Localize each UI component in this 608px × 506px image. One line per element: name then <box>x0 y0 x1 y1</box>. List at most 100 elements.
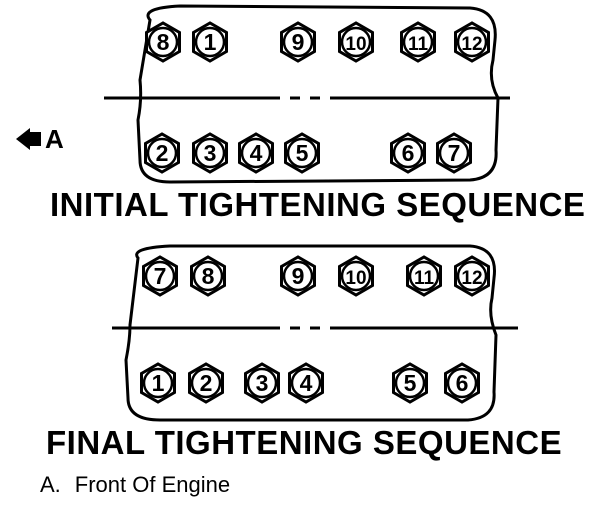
final-bolt-1: 1 <box>140 362 176 404</box>
initial-bolt-3: 3 <box>192 132 228 174</box>
initial-bolt-6: 6 <box>390 132 426 174</box>
bolt-number: 5 <box>296 140 309 166</box>
final-bolt-11: 11 <box>406 255 442 297</box>
bolt-washer <box>147 26 179 58</box>
final-head-outline <box>124 244 498 422</box>
final-bolt-5: 5 <box>392 362 428 404</box>
bolt-hex-icon <box>142 255 178 297</box>
bolt-washer <box>144 260 176 292</box>
arrow-shaft <box>29 132 41 147</box>
bolt-hex-icon <box>400 21 436 63</box>
bolt-number: 10 <box>345 34 366 55</box>
bolt-hex-icon <box>192 21 228 63</box>
bolt-hex-icon <box>338 21 374 63</box>
final-bolt-12: 12 <box>454 255 490 297</box>
final-bolt-3: 3 <box>244 362 280 404</box>
initial-head-outline <box>136 4 500 184</box>
bolt-hex-icon <box>140 362 176 404</box>
bolt-number: 7 <box>154 263 167 289</box>
bolt-number: 1 <box>152 370 165 396</box>
bolt-hex-icon <box>454 255 490 297</box>
bolt-hex-icon <box>144 132 180 174</box>
bolt-number: 4 <box>250 140 263 166</box>
final-bolt-6: 6 <box>444 362 480 404</box>
bolt-hex-icon <box>188 362 224 404</box>
bolt-number: 5 <box>404 370 417 396</box>
final-bolt-4: 4 <box>288 362 324 404</box>
bolt-number: 12 <box>461 268 482 289</box>
bolt-washer <box>142 367 174 399</box>
bolt-hex-icon <box>192 132 228 174</box>
final-bolt-7: 7 <box>142 255 178 297</box>
legend-text: Front Of Engine <box>74 472 231 497</box>
final-bolt-8: 8 <box>190 255 226 297</box>
final-sequence-title: FINAL TIGHTENING SEQUENCE <box>46 424 563 461</box>
bolt-hex-icon <box>238 132 274 174</box>
bolt-washer <box>340 260 372 292</box>
bolt-number: 11 <box>408 34 429 55</box>
bolt-number: 9 <box>292 263 305 289</box>
bolt-hex-icon <box>288 362 324 404</box>
bolt-washer <box>394 367 426 399</box>
initial-bolt-9: 9 <box>280 21 316 63</box>
final-bolt-2: 2 <box>188 362 224 404</box>
bolt-hex-icon <box>145 21 181 63</box>
bolt-hex-icon <box>284 132 320 174</box>
front-of-engine-marker: A <box>16 122 64 155</box>
bolt-washer <box>286 137 318 169</box>
bolt-number: 2 <box>156 140 169 166</box>
initial-bolt-8: 8 <box>145 21 181 63</box>
initial-bolt-11: 11 <box>400 21 436 63</box>
bolt-number: 11 <box>414 268 435 289</box>
initial-bolt-10: 10 <box>338 21 374 63</box>
arrow-left-icon <box>16 128 30 151</box>
bolt-hex-icon <box>338 255 374 297</box>
bolt-washer <box>246 367 278 399</box>
initial-sequence-title: INITIAL TIGHTENING SEQUENCE <box>50 186 586 223</box>
bolt-number: 2 <box>200 370 213 396</box>
bolt-washer <box>194 137 226 169</box>
bolt-number: 1 <box>204 29 217 55</box>
bolt-hex-icon <box>392 362 428 404</box>
bolt-hex-icon <box>190 255 226 297</box>
bolt-number: 8 <box>157 29 170 55</box>
bolt-hex-icon <box>280 21 316 63</box>
bolt-washer <box>456 260 488 292</box>
bolt-washer <box>290 367 322 399</box>
bolt-hex-icon <box>444 362 480 404</box>
bolt-washer <box>146 137 178 169</box>
bolt-number: 9 <box>292 29 305 55</box>
bolt-number: 3 <box>204 140 217 166</box>
bolt-number: 10 <box>345 268 366 289</box>
bolt-washer <box>340 26 372 58</box>
bolt-washer <box>190 367 222 399</box>
bolt-number: 4 <box>300 370 313 396</box>
legend-key: A. <box>40 472 61 497</box>
bolt-hex-icon <box>406 255 442 297</box>
bolt-hex-icon <box>436 132 472 174</box>
bolt-hex-icon <box>244 362 280 404</box>
bolt-hex-icon <box>454 21 490 63</box>
bolt-number: 12 <box>461 34 482 55</box>
final-bolt-9: 9 <box>280 255 316 297</box>
initial-bolt-2: 2 <box>144 132 180 174</box>
bolt-hex-icon <box>280 255 316 297</box>
initial-bolt-7: 7 <box>436 132 472 174</box>
bolt-washer <box>456 26 488 58</box>
initial-bolt-5: 5 <box>284 132 320 174</box>
front-marker-letter: A <box>45 123 64 154</box>
initial-bolt-4: 4 <box>238 132 274 174</box>
bolt-number: 8 <box>202 263 215 289</box>
bolt-washer <box>240 137 272 169</box>
bolt-washer <box>402 26 434 58</box>
legend: A. Front Of Engine <box>40 472 230 498</box>
bolt-washer <box>194 26 226 58</box>
bolt-number: 3 <box>256 370 269 396</box>
bolt-washer <box>392 137 424 169</box>
bolt-number: 6 <box>456 370 469 396</box>
bolt-washer <box>282 26 314 58</box>
initial-bolt-1: 1 <box>192 21 228 63</box>
bolt-washer <box>408 260 440 292</box>
